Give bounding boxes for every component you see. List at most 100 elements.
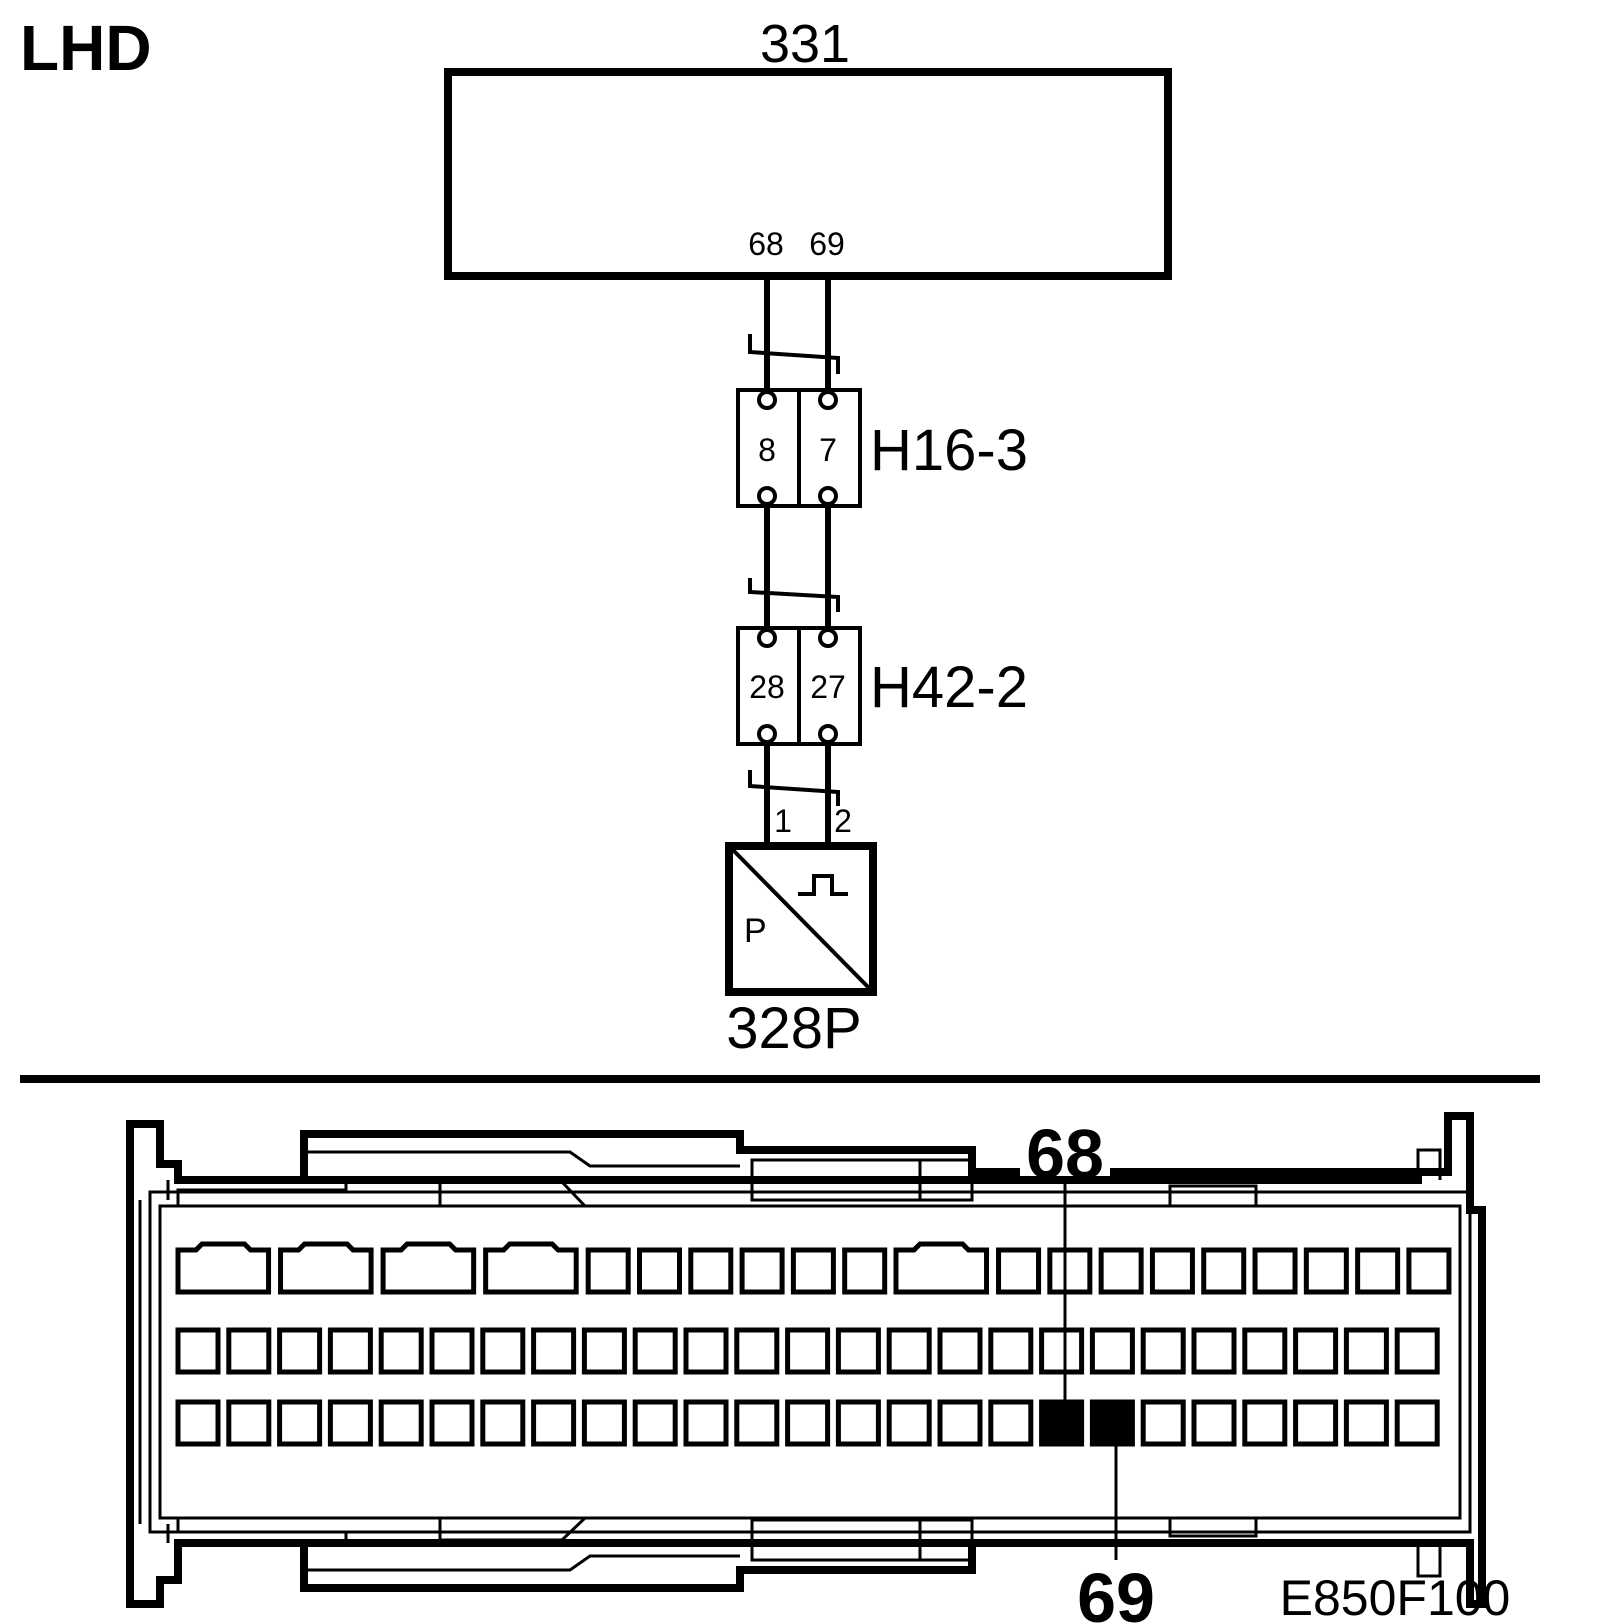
- pin-cavity: [327, 1327, 373, 1375]
- twist-marker-2: [748, 578, 840, 612]
- sensor-pin-2-label: 2: [834, 803, 852, 839]
- pin-cavity: [790, 1247, 836, 1295]
- ecu-box: [444, 68, 1172, 280]
- sensor-id-label: 328P: [726, 996, 861, 1061]
- pin-cavity: [327, 1399, 373, 1447]
- pin-cavity: [1047, 1247, 1093, 1295]
- pin-cavity: [175, 1327, 221, 1375]
- pin-cavity: [378, 1327, 424, 1375]
- pin-cavity: [842, 1247, 888, 1295]
- pin-cavity: [886, 1327, 932, 1375]
- pin-cavity: [996, 1247, 1042, 1295]
- pin-cavity: [1191, 1327, 1237, 1375]
- pin-cavity-wide: [893, 1241, 990, 1295]
- pin-cavity-wide: [278, 1241, 374, 1295]
- pin-cavity: [429, 1327, 475, 1375]
- connector-right-detail: [1416, 1148, 1442, 1578]
- h16-3-terminal: [757, 390, 777, 410]
- pin-cavity: [785, 1399, 831, 1447]
- pin-cavity: [1201, 1247, 1247, 1295]
- pin-cavity: [988, 1327, 1034, 1375]
- connector-face-view: [126, 1112, 1486, 1608]
- sensor-pin-1-label: 1: [774, 803, 792, 839]
- pin-cavity: [988, 1399, 1034, 1447]
- lhd-label: LHD: [20, 12, 152, 84]
- pin-grid: [175, 1241, 1452, 1447]
- pin-cavity: [632, 1399, 678, 1447]
- pin-cavity-wide: [380, 1241, 477, 1295]
- connector-h16-3: 8 7 H16-3: [736, 388, 1028, 508]
- pin-cavity: [636, 1247, 682, 1295]
- h16-3-id-label: H16-3: [870, 418, 1028, 483]
- pin-cavity: [1242, 1327, 1288, 1375]
- connector-inner-frame: [148, 1190, 1472, 1534]
- h42-2-pin-28-label: 28: [749, 669, 785, 705]
- h42-2-terminal: [818, 628, 838, 648]
- pin-cavity: [226, 1399, 272, 1447]
- h42-2-id-label: H42-2: [870, 655, 1028, 720]
- pin-cavity: [581, 1399, 627, 1447]
- connector-bottom-tab: [300, 1543, 976, 1592]
- callout-68-label: 68: [1026, 1115, 1104, 1193]
- connector-inner-detail-top: [176, 1178, 1258, 1208]
- pin-cavity: [1303, 1247, 1349, 1295]
- twist-marker-3: [748, 770, 840, 806]
- connector-h42-2: 28 27 H42-2: [736, 626, 1028, 746]
- pin-cavity: [277, 1399, 323, 1447]
- pin-cavity: [277, 1327, 323, 1375]
- h16-3-terminal: [818, 390, 838, 410]
- pin-cavity: [1191, 1399, 1237, 1447]
- pin-cavity: [739, 1247, 785, 1295]
- h42-2-terminal: [818, 724, 838, 744]
- h42-2-terminal: [757, 628, 777, 648]
- pin-cavity: [1149, 1247, 1195, 1295]
- pin-cavity: [1098, 1247, 1144, 1295]
- sensor-symbol-label: P: [744, 912, 767, 950]
- drawing-code-label: E850F100: [1280, 1570, 1511, 1624]
- ecu-pin-69-label: 69: [809, 226, 845, 262]
- pin-cavity-wide: [483, 1241, 579, 1295]
- pin-cavity: [1089, 1327, 1135, 1375]
- pin-cavity: [480, 1399, 526, 1447]
- pin-cavity: [581, 1327, 627, 1375]
- pin-cavity: [226, 1327, 272, 1375]
- connector-top-tab: [300, 1130, 976, 1180]
- ecu-pin-68-label: 68: [748, 226, 784, 262]
- pin-cavity: [886, 1399, 932, 1447]
- pin-cavity: [683, 1399, 729, 1447]
- pin-cavity: [1242, 1399, 1288, 1447]
- h16-3-pin-8-label: 8: [758, 432, 776, 468]
- pin-cavity: [937, 1327, 983, 1375]
- pin-cavity-highlighted: [1089, 1399, 1135, 1447]
- connector-inner-detail-bottom: [176, 1516, 1258, 1544]
- pin-cavity: [1343, 1399, 1389, 1447]
- h42-2-terminal: [757, 724, 777, 744]
- pin-cavity-wide: [175, 1241, 272, 1295]
- connector-bottom-latch: [750, 1518, 974, 1562]
- pin-cavity: [378, 1399, 424, 1447]
- sensor-diagonal: [731, 848, 871, 990]
- pin-cavity: [785, 1327, 831, 1375]
- pulse-signal-icon: [798, 874, 848, 896]
- connector-inner-frame-2: [158, 1204, 1462, 1520]
- pin-cavity: [585, 1247, 631, 1295]
- pin-cavity: [1394, 1399, 1440, 1447]
- pin-cavity: [1343, 1327, 1389, 1375]
- pin-cavity: [835, 1399, 881, 1447]
- pin-cavity: [1293, 1399, 1339, 1447]
- pin-cavity: [429, 1399, 475, 1447]
- connector-top-tab-line: [304, 1150, 740, 1168]
- pin-cavity: [1140, 1399, 1186, 1447]
- pin-cavity: [1355, 1247, 1401, 1295]
- pin-cavity: [1039, 1327, 1085, 1375]
- pin-cavity: [1252, 1247, 1298, 1295]
- ecu-id-label: 331: [760, 14, 850, 74]
- pin-cavity: [531, 1327, 577, 1375]
- twist-marker-1: [748, 334, 840, 374]
- pin-cavity: [937, 1399, 983, 1447]
- pin-cavity: [1406, 1247, 1452, 1295]
- pin-cavity: [734, 1327, 780, 1375]
- h16-3-terminal: [818, 486, 838, 506]
- ecu-331: 331 68 69: [444, 14, 1172, 280]
